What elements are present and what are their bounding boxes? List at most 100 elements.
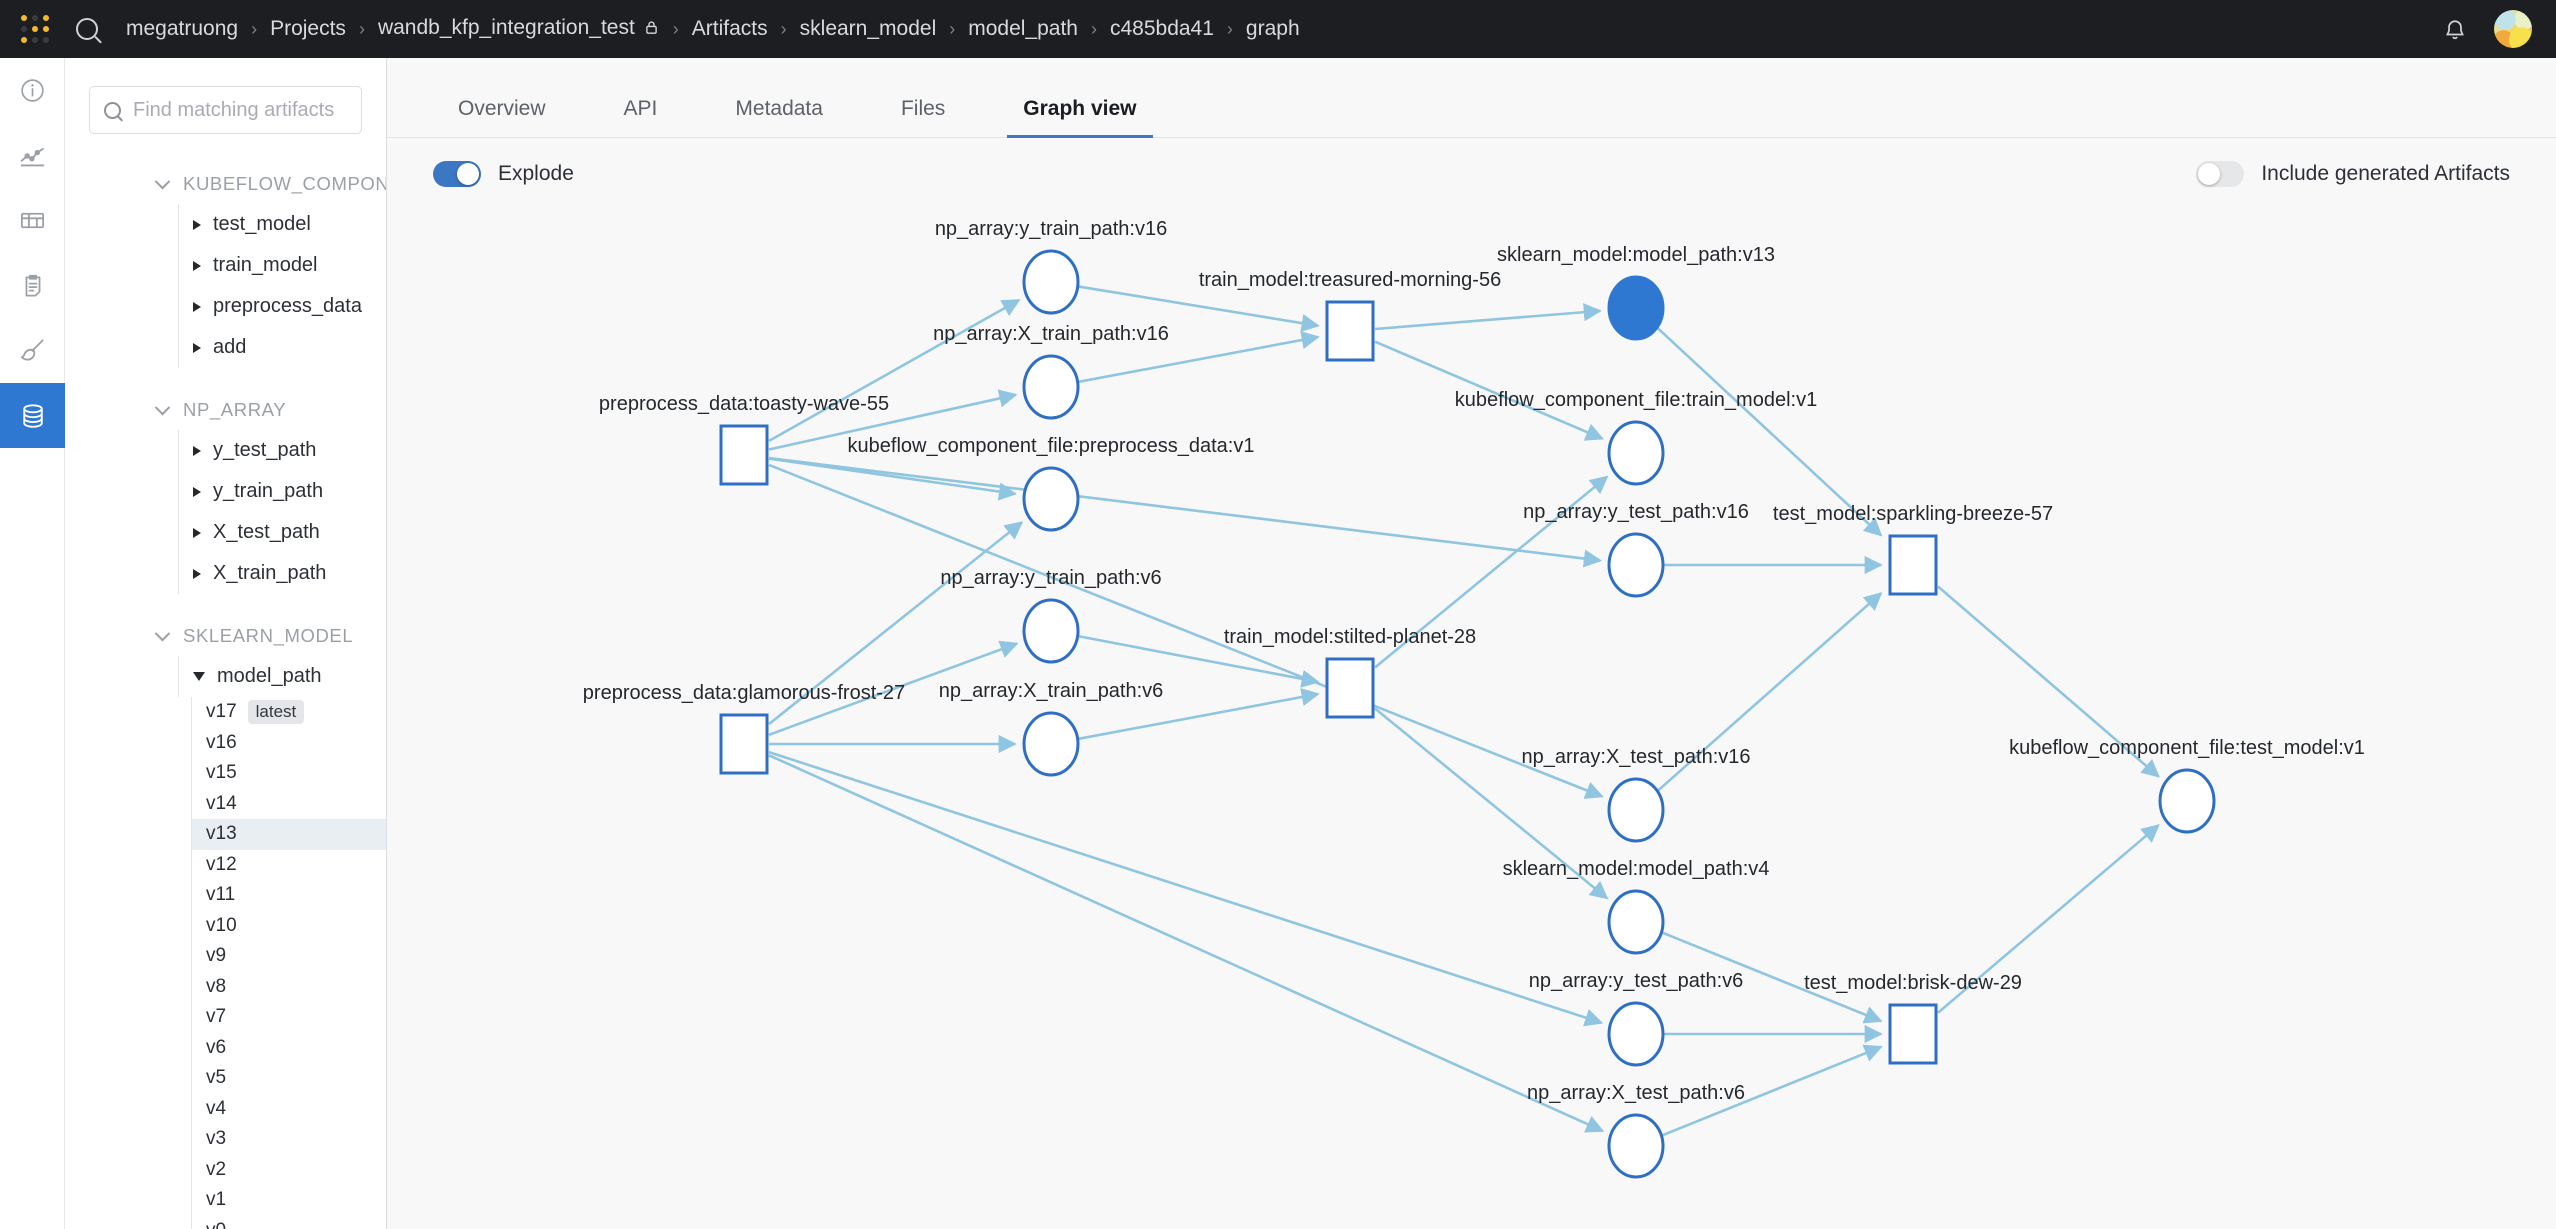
graph-node-xte16[interactable]: np_array:X_test_path:v16: [1521, 746, 1751, 843]
artifact-graph-canvas[interactable]: preprocess_data:toasty-wave-55 np_array:y…: [387, 210, 2556, 1229]
graph-node-pp55[interactable]: preprocess_data:toasty-wave-55: [599, 393, 889, 486]
version-item-v14[interactable]: v14: [192, 789, 386, 820]
version-item-v16[interactable]: v16: [192, 728, 386, 759]
tree-item-add[interactable]: add: [179, 327, 386, 368]
sidebar-item-charts[interactable]: [0, 123, 65, 188]
avatar[interactable]: [2494, 10, 2532, 48]
search-input[interactable]: [133, 98, 347, 122]
node-circle-shape[interactable]: [1607, 275, 1665, 341]
node-rect-shape[interactable]: [1325, 657, 1375, 719]
node-rect-shape[interactable]: [1888, 534, 1938, 596]
breadcrumb-item-projects[interactable]: Projects: [270, 17, 346, 40]
tree-item-train_model[interactable]: train_model: [179, 245, 386, 286]
tab-api[interactable]: API: [623, 97, 658, 120]
version-item-v0[interactable]: v0: [192, 1216, 386, 1229]
version-item-v2[interactable]: v2: [192, 1155, 386, 1186]
tab-overview[interactable]: Overview: [458, 97, 546, 120]
tree-item-X_test_path[interactable]: X_test_path: [179, 512, 386, 553]
version-item-v5[interactable]: v5: [192, 1063, 386, 1094]
breadcrumb-item-megatruong[interactable]: megatruong: [126, 17, 239, 40]
tab-graph-view[interactable]: Graph view: [1007, 97, 1153, 138]
breadcrumb-item-sklearn-model[interactable]: sklearn_model: [799, 17, 937, 40]
tree-item-label: train_model: [213, 254, 318, 276]
version-item-v11[interactable]: v11: [192, 880, 386, 911]
tree-group-sklearn-model[interactable]: SKLEARN_MODEL: [65, 616, 386, 656]
explode-toggle[interactable]: [433, 161, 481, 187]
node-circle-shape[interactable]: [1607, 889, 1665, 955]
tab-metadata[interactable]: Metadata: [735, 97, 823, 120]
graph-node-sk4[interactable]: sklearn_model:model_path:v4: [1503, 858, 1770, 955]
graph-node-xte6[interactable]: np_array:X_test_path:v6: [1527, 1082, 1745, 1179]
apps-grid-icon[interactable]: [12, 15, 58, 43]
node-rect-shape[interactable]: [1888, 1003, 1938, 1065]
node-circle-shape[interactable]: [1022, 354, 1080, 420]
sidebar-item-tables[interactable]: [0, 188, 65, 253]
search-artifacts-box[interactable]: [89, 86, 362, 134]
node-circle-shape[interactable]: [1607, 532, 1665, 598]
tree-item-y_test_path[interactable]: y_test_path: [179, 430, 386, 471]
version-item-v15[interactable]: v15: [192, 758, 386, 789]
graph-node-kcfte[interactable]: kubeflow_component_file:test_model:v1: [2009, 737, 2365, 834]
node-rect-shape[interactable]: [719, 424, 769, 486]
graph-node-te57[interactable]: test_model:sparkling-breeze-57: [1773, 503, 2053, 596]
version-item-v6[interactable]: v6: [192, 1033, 386, 1064]
version-item-v13[interactable]: v13: [192, 819, 386, 850]
breadcrumb-item-c485bda41[interactable]: c485bda41: [1109, 17, 1214, 40]
sidebar-item-sweeps[interactable]: [0, 318, 65, 383]
breadcrumb-item-artifacts[interactable]: Artifacts: [691, 17, 768, 40]
version-item-v12[interactable]: v12: [192, 850, 386, 881]
version-item-v3[interactable]: v3: [192, 1124, 386, 1155]
version-item-v8[interactable]: v8: [192, 972, 386, 1003]
search-icon[interactable]: [76, 18, 98, 40]
graph-node-pp27[interactable]: preprocess_data:glamorous-frost-27: [583, 682, 905, 775]
graph-node-tm56[interactable]: train_model:treasured-morning-56: [1199, 269, 1501, 362]
node-rect-shape[interactable]: [719, 713, 769, 775]
explode-control[interactable]: Explode: [433, 161, 574, 187]
node-circle-shape[interactable]: [1022, 711, 1080, 777]
sidebar-item-artifacts[interactable]: [0, 383, 65, 448]
graph-node-yte16[interactable]: np_array:y_test_path:v16: [1523, 501, 1749, 598]
graph-node-kcfpp[interactable]: kubeflow_component_file:preprocess_data:…: [848, 435, 1255, 532]
graph-node-yte6[interactable]: np_array:y_test_path:v6: [1529, 970, 1744, 1067]
breadcrumb-item-wandb-kfp-integration-test[interactable]: wandb_kfp_integration_test: [378, 16, 660, 42]
tree-item-X_train_path[interactable]: X_train_path: [179, 553, 386, 594]
node-rect-shape[interactable]: [1325, 300, 1375, 362]
tree-group-kubeflow-component-[interactable]: KUBEFLOW_COMPONENT...: [65, 164, 386, 204]
version-item-v10[interactable]: v10: [192, 911, 386, 942]
graph-node-sk13[interactable]: sklearn_model:model_path:v13: [1497, 244, 1775, 341]
node-circle-shape[interactable]: [1022, 598, 1080, 664]
version-item-v7[interactable]: v7: [192, 1002, 386, 1033]
graph-node-ytr16[interactable]: np_array:y_train_path:v16: [935, 218, 1167, 315]
include-generated-toggle[interactable]: [2196, 161, 2245, 187]
version-item-v9[interactable]: v9: [192, 941, 386, 972]
version-item-v1[interactable]: v1: [192, 1185, 386, 1216]
tree-group-np-array[interactable]: NP_ARRAY: [65, 390, 386, 430]
include-generated-control[interactable]: Include generated Artifacts: [2196, 161, 2510, 187]
graph-node-xtr6[interactable]: np_array:X_train_path:v6: [939, 680, 1164, 777]
graph-node-ytr6[interactable]: np_array:y_train_path:v6: [940, 567, 1162, 664]
breadcrumb-item-graph[interactable]: graph: [1245, 17, 1300, 40]
version-item-v4[interactable]: v4: [192, 1094, 386, 1125]
version-label: v16: [206, 731, 237, 753]
node-circle-shape[interactable]: [1022, 249, 1080, 315]
graph-node-xtr16[interactable]: np_array:X_train_path:v16: [933, 323, 1169, 420]
node-circle-shape[interactable]: [1607, 1001, 1665, 1067]
graph-node-te29[interactable]: test_model:brisk-dew-29: [1804, 972, 2022, 1065]
graph-node-tm28[interactable]: train_model:stilted-planet-28: [1224, 626, 1476, 719]
bell-icon[interactable]: [2442, 18, 2464, 40]
node-circle-shape[interactable]: [1607, 777, 1665, 843]
tree-item-preprocess_data[interactable]: preprocess_data: [179, 286, 386, 327]
graph-node-kcftr[interactable]: kubeflow_component_file:train_model:v1: [1455, 389, 1817, 486]
tree-item-model_path[interactable]: model_path: [179, 656, 386, 697]
tab-files[interactable]: Files: [900, 97, 946, 120]
node-circle-shape[interactable]: [1022, 466, 1080, 532]
breadcrumb-item-model-path[interactable]: model_path: [968, 17, 1078, 40]
node-circle-shape[interactable]: [1607, 1113, 1665, 1179]
node-circle-shape[interactable]: [2158, 768, 2216, 834]
sidebar-item-reports[interactable]: [0, 253, 65, 318]
node-circle-shape[interactable]: [1607, 420, 1665, 486]
sidebar-item-info[interactable]: [0, 58, 65, 123]
tree-item-test_model[interactable]: test_model: [179, 204, 386, 245]
tree-item-y_train_path[interactable]: y_train_path: [179, 471, 386, 512]
